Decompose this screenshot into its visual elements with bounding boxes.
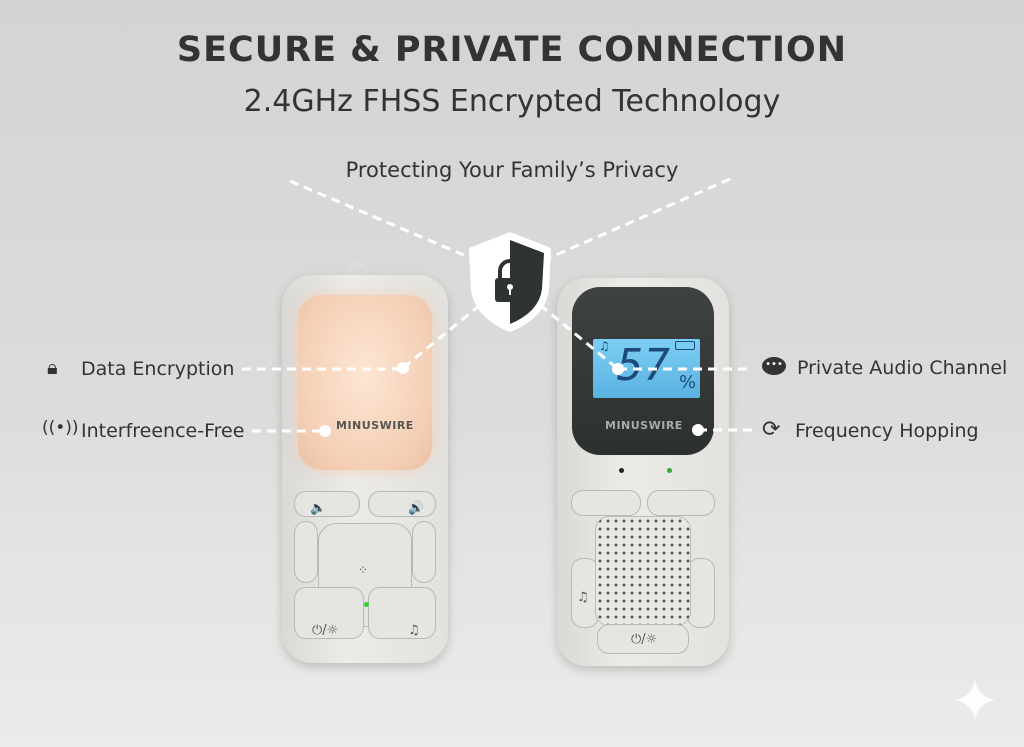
status-led: [667, 468, 672, 473]
status-led: [364, 602, 369, 607]
lock-icon: 🔒︎: [47, 355, 58, 379]
lcd-battery-icon: [675, 341, 695, 350]
brand-logo: MINUSWIRE: [336, 419, 414, 432]
ray-right: [539, 177, 731, 264]
refresh-icon: ⟳: [762, 417, 781, 442]
sparkle-icon: [955, 680, 995, 720]
music-button[interactable]: [368, 587, 436, 639]
baby-unit: 57 % ♫ MINUSWIRE ⏻/☼ ♫: [557, 278, 729, 666]
speaker-high-icon: 🔊: [408, 501, 425, 516]
speaker-grille: [595, 516, 691, 626]
feature-private-audio-channel: Private Audio Channel: [797, 357, 1008, 379]
lcd-unit: %: [679, 372, 697, 393]
tagline: Protecting Your Family’s Privacy: [345, 158, 679, 182]
power-button[interactable]: [294, 587, 364, 639]
music-note-icon: ♫: [408, 623, 420, 638]
dot: [397, 362, 409, 374]
power-light-icon: ⏻/☼: [312, 623, 339, 638]
volume-up-button[interactable]: [647, 490, 715, 516]
left-side-button[interactable]: [571, 558, 599, 628]
volume-down-button[interactable]: [571, 490, 641, 516]
dot: [612, 363, 624, 375]
feature-interference-free: Interfreence-Free: [81, 420, 245, 442]
shield-to-left: [402, 303, 481, 370]
night-light-screen: [298, 295, 432, 470]
page-subtitle: 2.4GHz FHSS Encrypted Technology: [243, 84, 781, 119]
shield-to-right: [539, 303, 619, 371]
music-note-icon: ♫: [577, 590, 589, 605]
dot: [692, 424, 704, 436]
sensor-dot: [619, 468, 624, 473]
signal-icon: ((•)): [42, 418, 79, 438]
feature-frequency-hopping: Frequency Hopping: [795, 420, 979, 442]
hanging-loop: [348, 262, 368, 278]
volume-up-button[interactable]: [368, 491, 436, 517]
chat-bubble-icon: •••: [762, 357, 786, 375]
parent-unit: MINUSWIRE 🔈 🔊 ⁘ ⏻/☼ ♫: [282, 275, 448, 663]
power-button[interactable]: [597, 624, 689, 654]
dot: [319, 425, 331, 437]
speaker-low-icon: 🔈: [310, 501, 327, 516]
volume-down-button[interactable]: [294, 491, 360, 517]
feature-data-encryption: Data Encryption: [81, 358, 235, 380]
right-side-button[interactable]: [412, 521, 436, 583]
shield-lock-icon: [469, 232, 551, 332]
ray-left: [289, 179, 481, 264]
power-light-icon: ⏻/☼: [631, 632, 658, 647]
brand-logo: MINUSWIRE: [605, 419, 683, 432]
left-side-button[interactable]: [294, 521, 318, 583]
lcd-music-icon: ♫: [599, 339, 610, 353]
mic-icon: ⁘: [358, 563, 369, 577]
page-title: SECURE & PRIVATE CONNECTION: [176, 30, 848, 70]
lcd-value: 57: [617, 340, 670, 391]
